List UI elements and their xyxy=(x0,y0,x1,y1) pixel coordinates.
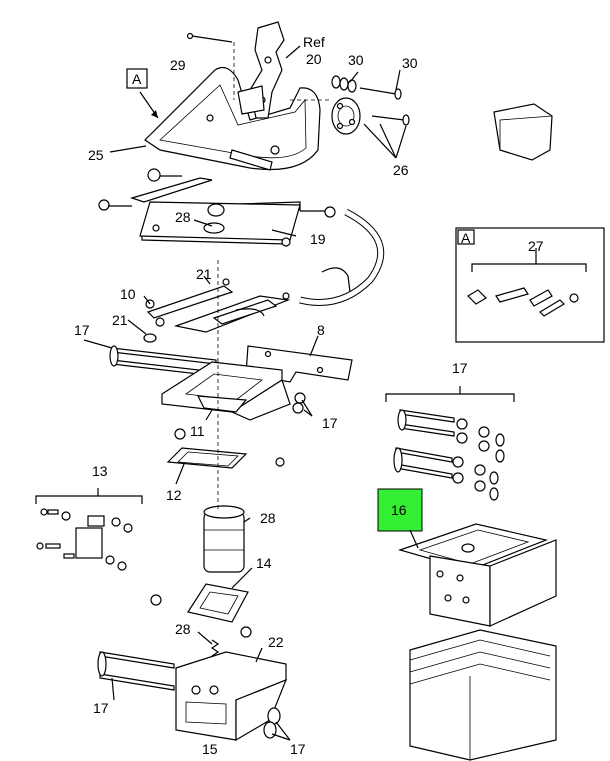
view-a-box xyxy=(126,68,148,89)
callout-16: 16 xyxy=(391,502,407,518)
callout-17-b: 17 xyxy=(452,360,468,376)
callout-19: 19 xyxy=(310,231,326,247)
fastener-set-13 xyxy=(35,488,143,571)
callout-8: 8 xyxy=(317,322,325,338)
scissor-frame-11 xyxy=(161,361,306,421)
callout-30-b: 30 xyxy=(402,55,418,71)
callout-25: 25 xyxy=(88,147,104,163)
callout-29: 29 xyxy=(170,57,186,73)
link-plate-12 xyxy=(166,428,285,469)
hose-clip xyxy=(321,267,351,293)
suspension-assembly-16 xyxy=(397,523,557,627)
callout-30-a: 30 xyxy=(348,52,364,68)
callout-13: 13 xyxy=(92,463,108,479)
callout-12: 12 xyxy=(166,487,182,503)
callout-28-c: 28 xyxy=(175,621,191,637)
callout-28-b: 28 xyxy=(260,510,276,526)
leader-lines xyxy=(83,45,419,741)
bolts-17-left xyxy=(109,345,217,377)
callout-21-a: 21 xyxy=(196,266,212,282)
pivot-hub-26 xyxy=(331,97,361,135)
callout-14: 14 xyxy=(256,555,272,571)
bolts-17-lower xyxy=(97,651,175,691)
callout-17-a: 17 xyxy=(74,322,90,338)
cushion-block xyxy=(409,629,557,761)
base-15 xyxy=(175,651,288,742)
callout-20: 20 xyxy=(306,51,322,67)
upper-scissor-link-21 xyxy=(143,278,291,343)
callout-17-d: 17 xyxy=(93,700,109,716)
inset-detail-a xyxy=(455,227,605,343)
seat-back-frame xyxy=(144,67,321,171)
lower-link-14 xyxy=(150,583,252,638)
callout-11: 11 xyxy=(190,423,205,439)
screw-29 xyxy=(186,32,233,43)
part-16-highlight-box xyxy=(377,488,423,532)
hose xyxy=(299,208,385,306)
callout-27: 27 xyxy=(528,238,544,254)
spring-28 xyxy=(210,639,220,657)
slide-rail-assembly-19 xyxy=(98,168,336,247)
back-bracket-20 xyxy=(237,21,285,119)
callout-22: 22 xyxy=(268,634,284,650)
callout-view-a: A xyxy=(132,71,142,87)
callout-ref: Ref xyxy=(303,34,325,50)
callout-inset-a: A xyxy=(461,230,471,246)
callout-17-e: 17 xyxy=(290,741,306,757)
callout-10: 10 xyxy=(120,286,136,302)
bolt-kit-17-right xyxy=(385,386,515,501)
callout-28-a: 28 xyxy=(175,209,191,225)
air-spring-28 xyxy=(203,505,245,573)
cover-part xyxy=(493,103,553,161)
callout-15: 15 xyxy=(202,741,218,757)
callout-26: 26 xyxy=(393,162,409,178)
callout-17-c: 17 xyxy=(322,415,338,431)
washers-30 xyxy=(331,75,410,126)
callout-21-b: 21 xyxy=(112,312,128,328)
